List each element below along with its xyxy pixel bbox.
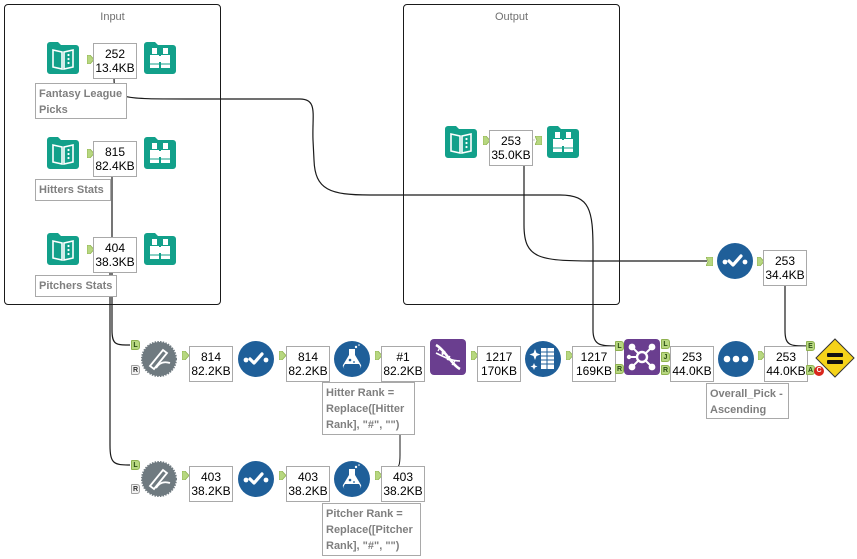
- output-anchor[interactable]: [87, 55, 94, 64]
- wire-select-to-test: [784, 278, 809, 347]
- browse-icon: [547, 126, 579, 158]
- formula-tool-hitters[interactable]: [334, 341, 370, 377]
- formula-tool-pitchers[interactable]: [334, 461, 370, 497]
- join-left-output-anchor[interactable]: L: [661, 339, 670, 349]
- auto-field-tool-hitters[interactable]: [141, 341, 177, 377]
- output-anchor[interactable]: [87, 245, 94, 254]
- input-data-tool-pitchers[interactable]: [45, 231, 81, 267]
- input-data-icon: [47, 233, 79, 265]
- auto-field-tool-pitchers[interactable]: [141, 461, 177, 497]
- output-anchor[interactable]: [483, 136, 490, 145]
- input-data-icon: [47, 137, 79, 169]
- sort-tool[interactable]: [718, 341, 754, 377]
- left-input-anchor[interactable]: L: [131, 460, 140, 470]
- browse-tool-output[interactable]: [545, 124, 581, 160]
- sparkle-table-icon: [525, 341, 561, 377]
- output-anchor[interactable]: [375, 351, 382, 360]
- input-container-title: Input: [100, 11, 125, 23]
- input-anchor[interactable]: [706, 257, 713, 266]
- select-icon: [717, 243, 753, 279]
- output-anchor[interactable]: [182, 351, 189, 360]
- input-data-tool-output[interactable]: [443, 124, 479, 160]
- join-left-input-anchor[interactable]: L: [615, 341, 624, 351]
- output-anchor[interactable]: [375, 471, 382, 480]
- output-anchor[interactable]: [471, 351, 478, 360]
- test-expected-anchor[interactable]: E: [806, 341, 815, 351]
- output-anchor[interactable]: [279, 351, 286, 360]
- select-icon: [238, 341, 274, 377]
- browse-tool-hitters[interactable]: [142, 135, 178, 171]
- browse-icon: [144, 137, 176, 169]
- join-icon: [624, 339, 660, 375]
- select-tool-hitters[interactable]: [238, 341, 274, 377]
- input-data-icon: [445, 126, 477, 158]
- annotation-hitters: Hitters Stats: [35, 179, 111, 201]
- select-tool-pitchers[interactable]: [238, 461, 274, 497]
- auto-field-icon: [141, 461, 177, 497]
- join-tool[interactable]: [624, 339, 660, 375]
- output-container-title: Output: [494, 11, 529, 23]
- left-input-anchor[interactable]: L: [131, 340, 140, 350]
- annotation-pitchers: Pitchers Stats: [35, 275, 117, 297]
- browse-icon: [144, 42, 176, 74]
- output-anchor[interactable]: [757, 257, 764, 266]
- select-tool-top[interactable]: [717, 243, 753, 279]
- select-icon: [238, 461, 274, 497]
- browse-icon: [144, 233, 176, 265]
- join-join-output-anchor[interactable]: J: [661, 352, 670, 362]
- annotation-sort: Overall_Pick -Ascending: [706, 383, 789, 419]
- output-anchor[interactable]: [566, 351, 573, 360]
- sort-icon: [718, 341, 754, 377]
- auto-field-icon: [141, 341, 177, 377]
- formula-icon: [334, 461, 370, 497]
- input-data-tool-hitters[interactable]: [45, 135, 81, 171]
- input-data-icon: [47, 42, 79, 74]
- join-right-input-anchor[interactable]: R: [615, 364, 624, 374]
- right-input-anchor[interactable]: R: [131, 484, 140, 494]
- input-data-tool-fantasy[interactable]: [45, 40, 81, 76]
- test-icon: [815, 338, 855, 378]
- output-anchor[interactable]: [182, 471, 189, 480]
- output-anchor[interactable]: [758, 351, 765, 360]
- browse-tool-pitchers[interactable]: [142, 231, 178, 267]
- browse-tool-fantasy[interactable]: [142, 40, 178, 76]
- test-error-badge: C: [814, 366, 824, 376]
- dna-union-icon: [430, 339, 466, 375]
- right-input-anchor[interactable]: R: [131, 365, 140, 375]
- output-anchor[interactable]: [279, 471, 286, 480]
- multi-row-formula-tool[interactable]: [525, 341, 561, 377]
- union-tool[interactable]: [430, 339, 466, 375]
- output-anchor[interactable]: [87, 149, 94, 158]
- input-anchor[interactable]: [535, 136, 542, 145]
- formula-icon: [334, 341, 370, 377]
- join-right-output-anchor[interactable]: R: [661, 365, 670, 375]
- test-tool[interactable]: [815, 338, 855, 378]
